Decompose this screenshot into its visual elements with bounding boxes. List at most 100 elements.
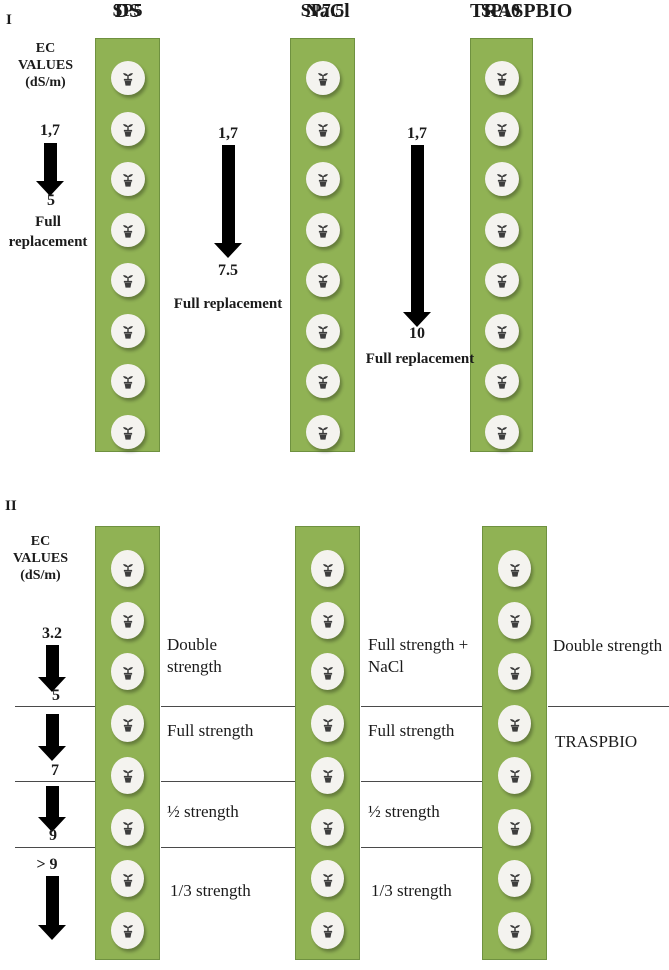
seedling-pot-icon <box>305 263 340 298</box>
seedling-pot-icon <box>311 550 344 587</box>
section-label-nacl-fullnacl: Full strength + NaCl <box>368 635 469 676</box>
seedling-pot-icon <box>111 601 144 639</box>
treatment-column-traspbio <box>482 526 547 960</box>
ec-values-label-panel2: EC VALUES (dS/m) <box>13 534 68 583</box>
seedling-pot-icon <box>111 808 144 846</box>
seedling-pot-icon <box>305 212 340 247</box>
panel-2-label: II <box>5 498 17 514</box>
seedling-pot-icon <box>484 414 519 449</box>
seedling-pot-icon <box>311 756 344 794</box>
ec-from-sp10: 1,7 <box>407 125 427 142</box>
down-arrow-icon <box>38 645 66 692</box>
replacement-note-sp10: Full replacement <box>365 351 475 367</box>
ec-to-sp75: 7.5 <box>218 262 238 279</box>
treatment-column-nacl <box>295 526 360 960</box>
column-header-nacl: NaCl <box>305 0 350 22</box>
seedling-pot-icon <box>498 601 531 639</box>
column-header-traspbio: TRASPBIO <box>470 0 573 22</box>
seedling-pot-icon <box>484 61 519 95</box>
replacement-note-sp5: Full replacement <box>8 214 88 250</box>
seedling-pot-icon <box>311 860 344 898</box>
treatment-column-ds <box>95 526 160 960</box>
ec-threshold-line-9 <box>15 847 95 848</box>
section-label-nacl-half: ½ strength <box>368 802 440 821</box>
seedling-pot-icon <box>484 364 519 399</box>
section-label-ds-third: 1/3 strength <box>170 881 251 900</box>
seedling-pot-icon <box>110 111 145 146</box>
seedling-pot-icon <box>305 364 340 399</box>
seedling-pot-icon <box>498 808 531 846</box>
panel-1-label: I <box>6 12 12 28</box>
seedling-pot-icon <box>311 601 344 639</box>
section-label-ds-half: ½ strength <box>167 802 239 821</box>
ec-threshold-line-7 <box>361 781 482 782</box>
ec-step-start: 3.2 <box>42 625 62 642</box>
ec-threshold-line-5 <box>161 706 295 707</box>
section-label-traspbio-name: TRASPBIO <box>555 732 638 751</box>
seedling-pot-icon <box>484 212 519 247</box>
column-header-ds: DS <box>114 0 141 22</box>
column-header-sp5: SP5 <box>112 0 143 20</box>
ec-step-beyond: > 9 <box>36 856 58 873</box>
seedling-pot-icon <box>110 364 145 399</box>
seedling-pot-icon <box>311 653 344 691</box>
seedling-pot-icon <box>110 263 145 298</box>
replacement-note-sp75: Full replacement <box>173 296 283 312</box>
seedling-pot-icon <box>311 705 344 743</box>
treatment-column-sp75 <box>290 38 355 452</box>
seedling-pot-icon <box>484 313 519 348</box>
ec-threshold-line-5 <box>361 706 482 707</box>
down-arrow-icon <box>38 786 66 832</box>
ec-from-sp75: 1,7 <box>218 125 238 142</box>
section-label-traspbio-double: Double strength <box>553 636 663 655</box>
seedling-pot-icon <box>111 860 144 898</box>
ec-step-1: 5 <box>52 687 60 704</box>
seedling-pot-icon <box>305 111 340 146</box>
column-header-sp75: SP7.5 <box>300 0 345 20</box>
down-arrow-icon <box>214 145 242 258</box>
ec-threshold-line-7 <box>161 781 295 782</box>
seedling-pot-icon <box>484 263 519 298</box>
seedling-pot-icon <box>305 414 340 449</box>
down-arrow-icon <box>36 143 64 196</box>
seedling-pot-icon <box>110 414 145 449</box>
section-label-nacl-third: 1/3 strength <box>371 881 452 900</box>
ec-step-2: 7 <box>51 762 59 779</box>
seedling-pot-icon <box>498 653 531 691</box>
section-label-ds-double: Double strength <box>167 635 222 676</box>
ec-step-3: 9 <box>49 827 57 844</box>
seedling-pot-icon <box>110 162 145 197</box>
ec-threshold-line-7 <box>15 781 95 782</box>
ec-threshold-line-9 <box>361 847 482 848</box>
seedling-pot-icon <box>305 162 340 197</box>
down-arrow-icon <box>38 876 66 940</box>
seedling-pot-icon <box>111 705 144 743</box>
ec-values-label-panel1: EC VALUES (dS/m) <box>18 41 73 90</box>
ec-threshold-line-5 <box>15 706 95 707</box>
seedling-pot-icon <box>111 911 144 949</box>
seedling-pot-icon <box>111 550 144 587</box>
seedling-pot-icon <box>110 61 145 95</box>
column-header-sp10: SP10 <box>480 0 520 20</box>
seedling-pot-icon <box>311 911 344 949</box>
treatment-column-sp5 <box>95 38 160 452</box>
ec-threshold-line-9 <box>161 847 295 848</box>
seedling-pot-icon <box>305 313 340 348</box>
ec-from-sp5: 1,7 <box>40 122 60 139</box>
ec-to-sp5: 5 <box>47 192 55 209</box>
seedling-pot-icon <box>111 756 144 794</box>
treatment-column-sp10 <box>470 38 533 452</box>
seedling-pot-icon <box>484 111 519 146</box>
section-label-nacl-full: Full strength <box>368 721 455 740</box>
seedling-pot-icon <box>484 162 519 197</box>
seedling-pot-icon <box>311 808 344 846</box>
seedling-pot-icon <box>110 212 145 247</box>
down-arrow-icon <box>403 145 431 327</box>
seedling-pot-icon <box>498 860 531 898</box>
ec-threshold-line-5 <box>548 706 669 707</box>
section-label-ds-full: Full strength <box>167 721 254 740</box>
ec-to-sp10: 10 <box>409 325 425 342</box>
seedling-pot-icon <box>111 653 144 691</box>
seedling-pot-icon <box>498 550 531 587</box>
